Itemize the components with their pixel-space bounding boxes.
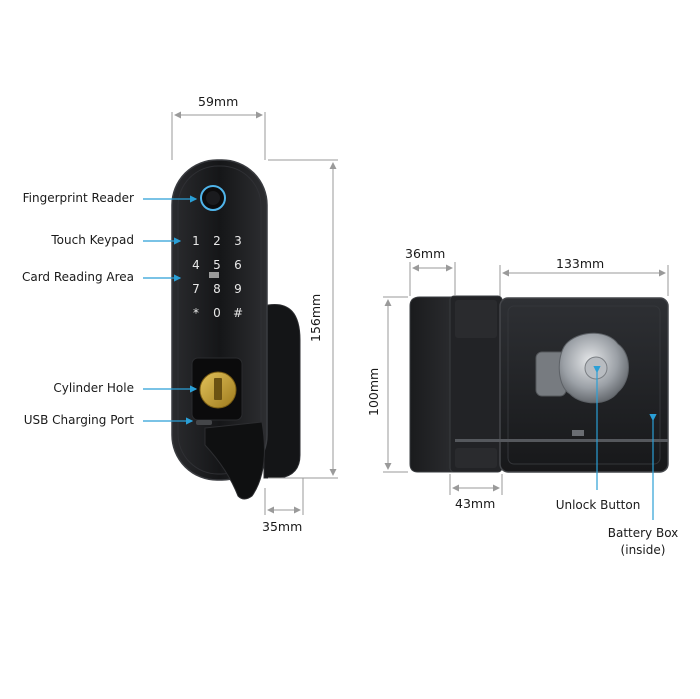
nfc-tag <box>572 430 584 436</box>
label-touch-keypad: Touch Keypad <box>51 233 134 247</box>
keypad-key-6: 6 <box>234 258 242 272</box>
keypad-key-0: 0 <box>213 306 221 320</box>
keypad-device <box>171 159 301 500</box>
dim-keypad-height: 156mm <box>308 293 323 342</box>
label-unlock-button: Unlock Button <box>555 498 641 512</box>
label-battery-box: Battery Box (inside) <box>608 525 679 559</box>
keypad-key-9: 9 <box>234 282 242 296</box>
dimension-lines <box>171 111 669 515</box>
label-cylinder-hole: Cylinder Hole <box>53 381 134 395</box>
keypad-key-#: # <box>233 306 243 320</box>
lock-box-device <box>409 295 669 473</box>
dim-box-height: 100mm <box>366 367 381 416</box>
dim-box-depth-bottom: 43mm <box>455 496 496 511</box>
keypad-key-3: 3 <box>234 234 242 248</box>
usb-port <box>196 420 212 425</box>
keypad-key-8: 8 <box>213 282 221 296</box>
label-fingerprint-reader: Fingerprint Reader <box>22 191 134 205</box>
dim-box-width: 133mm <box>556 256 605 271</box>
label-card-reading-area: Card Reading Area <box>21 270 134 284</box>
dim-keypad-depth: 35mm <box>262 519 303 534</box>
callout-arrows <box>143 195 657 520</box>
keypad-key-7: 7 <box>192 282 200 296</box>
keypad-key-5: 5 <box>213 258 221 272</box>
label-battery-box-line2: (inside) <box>620 543 666 557</box>
label-usb-charging-port: USB Charging Port <box>23 413 134 427</box>
keypad-key-2: 2 <box>213 234 221 248</box>
keypad-key-4: 4 <box>192 258 200 272</box>
keypad-side-bracket <box>263 303 301 479</box>
keypad-key-*: * <box>193 306 199 320</box>
dim-keypad-width: 59mm <box>198 94 239 109</box>
card-reading-area <box>209 272 219 278</box>
label-battery-box-line1: Battery Box <box>607 526 679 540</box>
lock-box-side <box>409 296 456 473</box>
keypad-key-1: 1 <box>192 234 200 248</box>
dim-box-depth-top: 36mm <box>405 246 446 261</box>
lever-handle <box>204 421 265 500</box>
